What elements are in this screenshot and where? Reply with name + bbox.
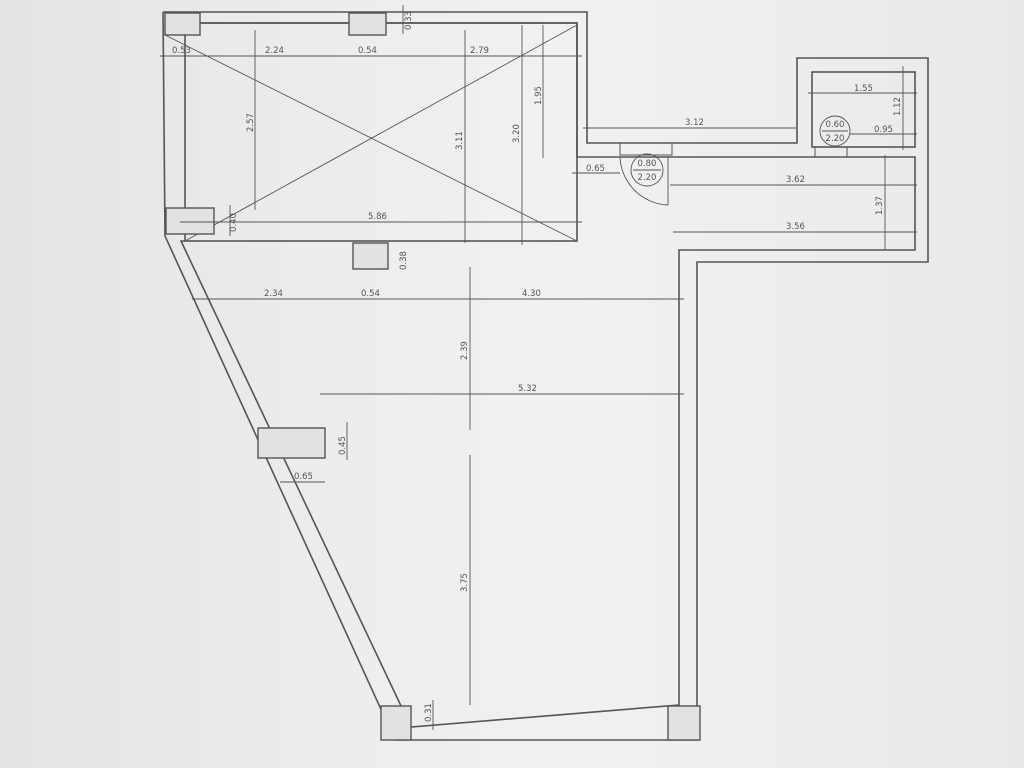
dim-label: 1.12 (893, 97, 903, 116)
dim-label: 3.12 (685, 118, 704, 128)
inner-wall (179, 22, 916, 728)
dim-label: 2.57 (246, 113, 256, 132)
door-width: 0.60 (826, 120, 845, 130)
dim-label: 2.34 (264, 289, 283, 299)
dim-label: 0.65 (586, 164, 605, 174)
dim-label: 0.45 (338, 436, 348, 455)
dim-label: 3.20 (512, 124, 522, 143)
dim-label: 1.95 (534, 86, 544, 105)
column (667, 705, 701, 741)
dim-label: 3.62 (786, 175, 805, 185)
dim-label: 1.37 (875, 196, 885, 215)
dim-label: 4.30 (522, 289, 541, 299)
column (380, 705, 412, 741)
dim-label: 0.53 (172, 46, 191, 56)
outer-wall (162, 11, 929, 741)
dim-label: 1.55 (854, 84, 873, 94)
column (352, 242, 389, 270)
dim-label: 3.75 (460, 573, 470, 592)
void-diagonal (184, 24, 578, 242)
dim-label: 2.79 (470, 46, 489, 56)
dim-label: 0.54 (361, 289, 380, 299)
dimension-lines (160, 5, 917, 730)
column (348, 12, 387, 36)
door-1: 0.80 2.20 (619, 142, 673, 206)
door-width: 0.80 (638, 159, 657, 169)
dim-label: 0.65 (294, 472, 313, 482)
dim-label: 3.11 (455, 131, 465, 150)
column (257, 427, 326, 459)
small-room-wall (811, 71, 916, 148)
dim-label: 5.32 (518, 384, 537, 394)
dim-label: 0.31 (424, 703, 434, 722)
dim-label: 3.56 (786, 222, 805, 232)
dimension-labels: 0.53 2.24 0.54 2.79 0.33 1.95 2.57 3.11 … (172, 11, 903, 722)
door-height: 2.20 (638, 173, 657, 183)
dim-label: 0.54 (358, 46, 377, 56)
dim-label: 0.38 (399, 251, 409, 270)
column (165, 207, 215, 235)
dim-label: 2.39 (460, 341, 470, 360)
dim-label: 0.95 (874, 125, 893, 135)
dim-label: 0.40 (229, 213, 239, 232)
door-height: 2.20 (826, 134, 845, 144)
door-2: 0.60 2.20 (814, 115, 851, 158)
dim-label: 2.24 (265, 46, 284, 56)
column (164, 12, 201, 36)
dim-label: 5.86 (368, 212, 387, 222)
dim-label: 0.33 (404, 11, 414, 30)
